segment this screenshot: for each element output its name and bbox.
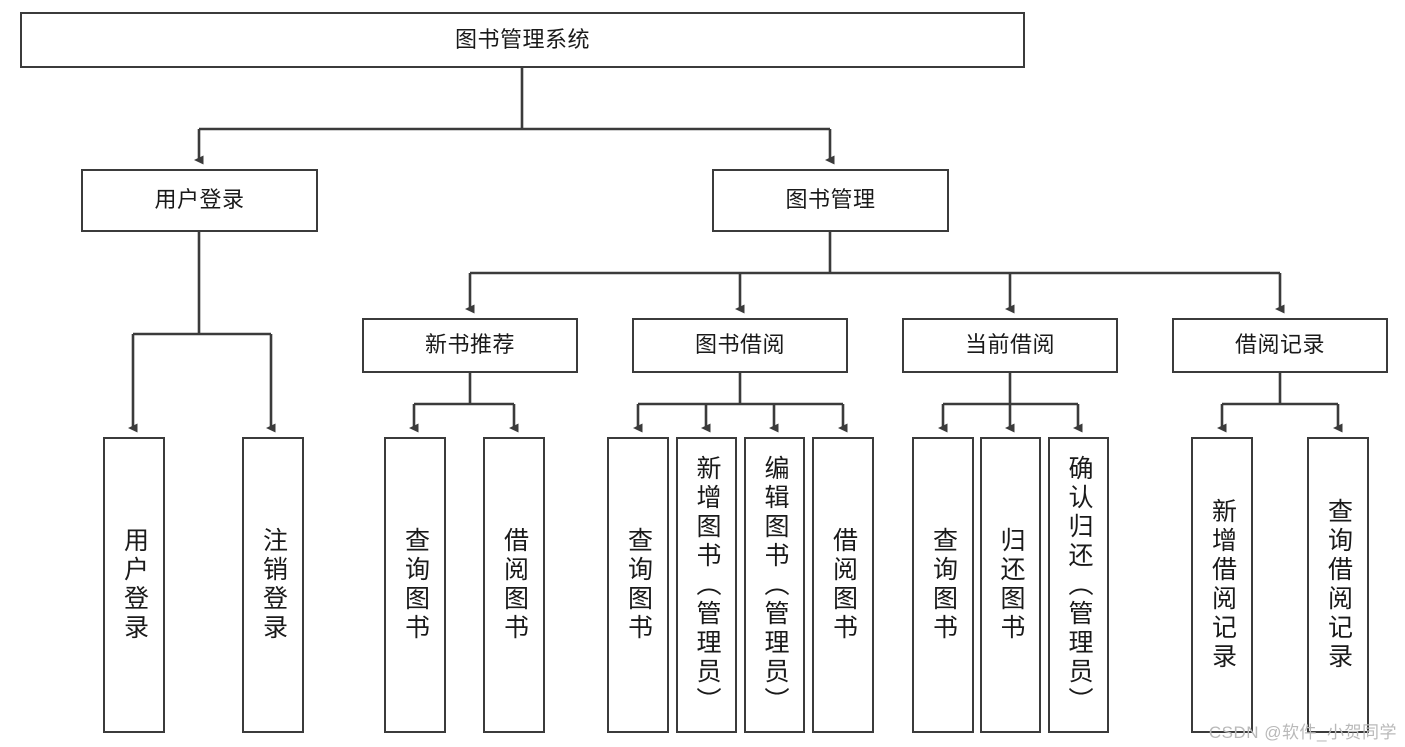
node-label: 图书管理系统 (454, 26, 590, 52)
leaf-borrow-book-recommend[interactable]: 借阅图书 (483, 437, 545, 733)
leaf-user-login[interactable]: 用户登录 (103, 437, 165, 733)
node-label: 确认归还（管理员） (1065, 455, 1093, 716)
node-current-borrow[interactable]: 当前借阅 (902, 318, 1118, 373)
node-label: 查询图书 (624, 527, 653, 643)
node-label: 查询图书 (401, 527, 430, 643)
node-label: 查询借阅记录 (1324, 498, 1353, 672)
node-book-borrow[interactable]: 图书借阅 (632, 318, 848, 373)
node-label: 查询图书 (929, 527, 958, 643)
leaf-borrow-book[interactable]: 借阅图书 (812, 437, 874, 733)
leaf-query-book-borrow[interactable]: 查询图书 (607, 437, 669, 733)
leaf-query-book-current[interactable]: 查询图书 (912, 437, 974, 733)
node-label: 用户登录 (154, 187, 245, 213)
node-label: 新书推荐 (424, 332, 515, 358)
leaf-add-book-admin[interactable]: 新增图书（管理员） (676, 437, 737, 733)
node-label: 编辑图书（管理员） (761, 455, 789, 716)
leaf-return-book[interactable]: 归还图书 (980, 437, 1041, 733)
node-label: 归还图书 (997, 527, 1025, 643)
leaf-confirm-return-admin[interactable]: 确认归还（管理员） (1048, 437, 1109, 733)
node-label: 注销登录 (259, 527, 288, 643)
watermark: CSDN @软件_小贺同学 (1208, 723, 1397, 742)
leaf-edit-book-admin[interactable]: 编辑图书（管理员） (744, 437, 805, 733)
node-new-book-recommend[interactable]: 新书推荐 (362, 318, 578, 373)
node-book-management[interactable]: 图书管理 (712, 169, 949, 232)
node-label: 图书借阅 (694, 332, 785, 358)
node-root-system[interactable]: 图书管理系统 (20, 12, 1025, 68)
leaf-query-book-recommend[interactable]: 查询图书 (384, 437, 446, 733)
node-label: 新增图书（管理员） (693, 455, 721, 716)
node-label: 图书管理 (785, 187, 876, 213)
node-label: 新增借阅记录 (1208, 498, 1237, 672)
node-label: 当前借阅 (964, 332, 1055, 358)
node-user-login[interactable]: 用户登录 (81, 169, 318, 232)
leaf-add-borrow-record[interactable]: 新增借阅记录 (1191, 437, 1253, 733)
node-label: 借阅记录 (1234, 332, 1325, 358)
node-borrow-record[interactable]: 借阅记录 (1172, 318, 1388, 373)
leaf-logout[interactable]: 注销登录 (242, 437, 304, 733)
node-label: 借阅图书 (500, 527, 529, 643)
node-label: 用户登录 (120, 527, 149, 643)
node-label: 借阅图书 (829, 527, 858, 643)
leaf-query-borrow-record[interactable]: 查询借阅记录 (1307, 437, 1369, 733)
